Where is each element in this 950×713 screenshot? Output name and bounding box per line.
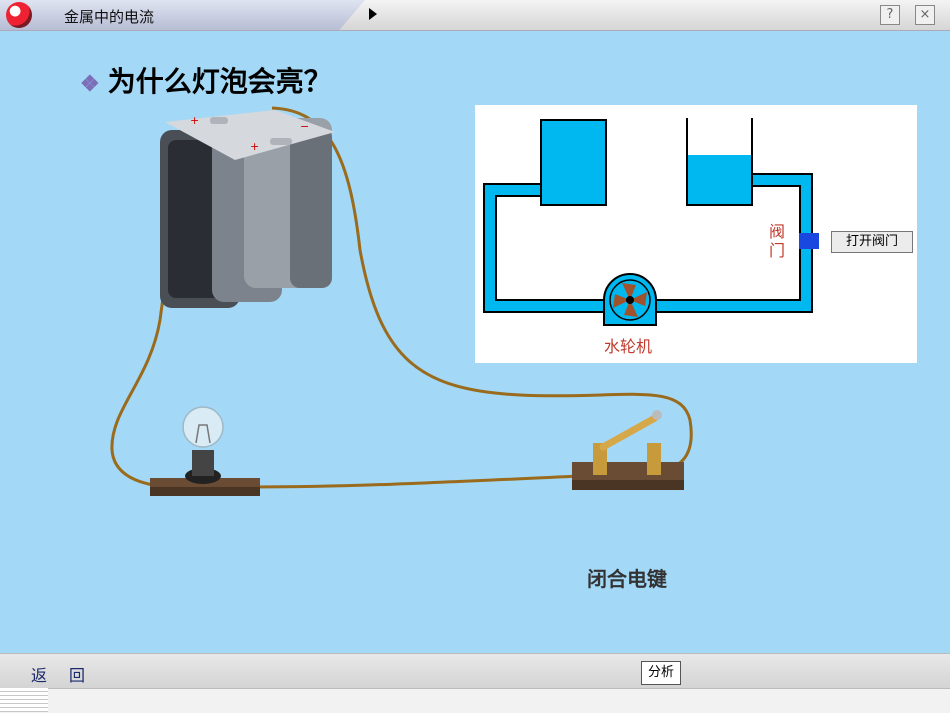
close-switch-button[interactable]: 闭合电键	[587, 567, 667, 591]
back-button[interactable]: 返	[31, 666, 48, 685]
help-button[interactable]: ?	[880, 5, 900, 25]
bottom-bar: 返 回	[0, 653, 950, 713]
close-button[interactable]: ×	[915, 5, 935, 25]
page-title: ❖ 为什么灯泡会亮？	[80, 60, 332, 100]
light-bulb-icon	[150, 406, 260, 496]
analyze-button[interactable]: 分析	[641, 661, 681, 685]
play-icon[interactable]	[369, 8, 377, 20]
turbine-label: 水轮机	[604, 337, 653, 356]
knife-switch-icon	[572, 410, 684, 490]
bottom-strip: 返 回	[0, 653, 950, 689]
title-bar: 金属中的电流 ? ×	[0, 0, 950, 31]
bullet-icon: ❖	[80, 71, 100, 97]
back-button-2[interactable]: 回	[69, 666, 86, 685]
title-tab	[0, 0, 365, 30]
valve-label: 阀门	[769, 222, 786, 260]
footer-decoration	[0, 688, 48, 712]
open-valve-button[interactable]: 打开阀门	[831, 231, 913, 253]
wire-bulb-to-switch	[254, 474, 581, 489]
app-logo-icon	[6, 2, 32, 28]
svg-text:+: +	[190, 114, 199, 127]
valve-icon	[799, 233, 819, 249]
svg-text:−: −	[300, 120, 309, 133]
water-circuit-diagram	[483, 118, 819, 326]
svg-text:+: +	[250, 140, 259, 153]
wire-battery-to-switch	[271, 106, 693, 472]
app-title: 金属中的电流	[64, 8, 155, 26]
page-title-text: 为什么灯泡会亮？	[107, 65, 332, 98]
battery-pack-icon: + + −	[160, 110, 335, 308]
